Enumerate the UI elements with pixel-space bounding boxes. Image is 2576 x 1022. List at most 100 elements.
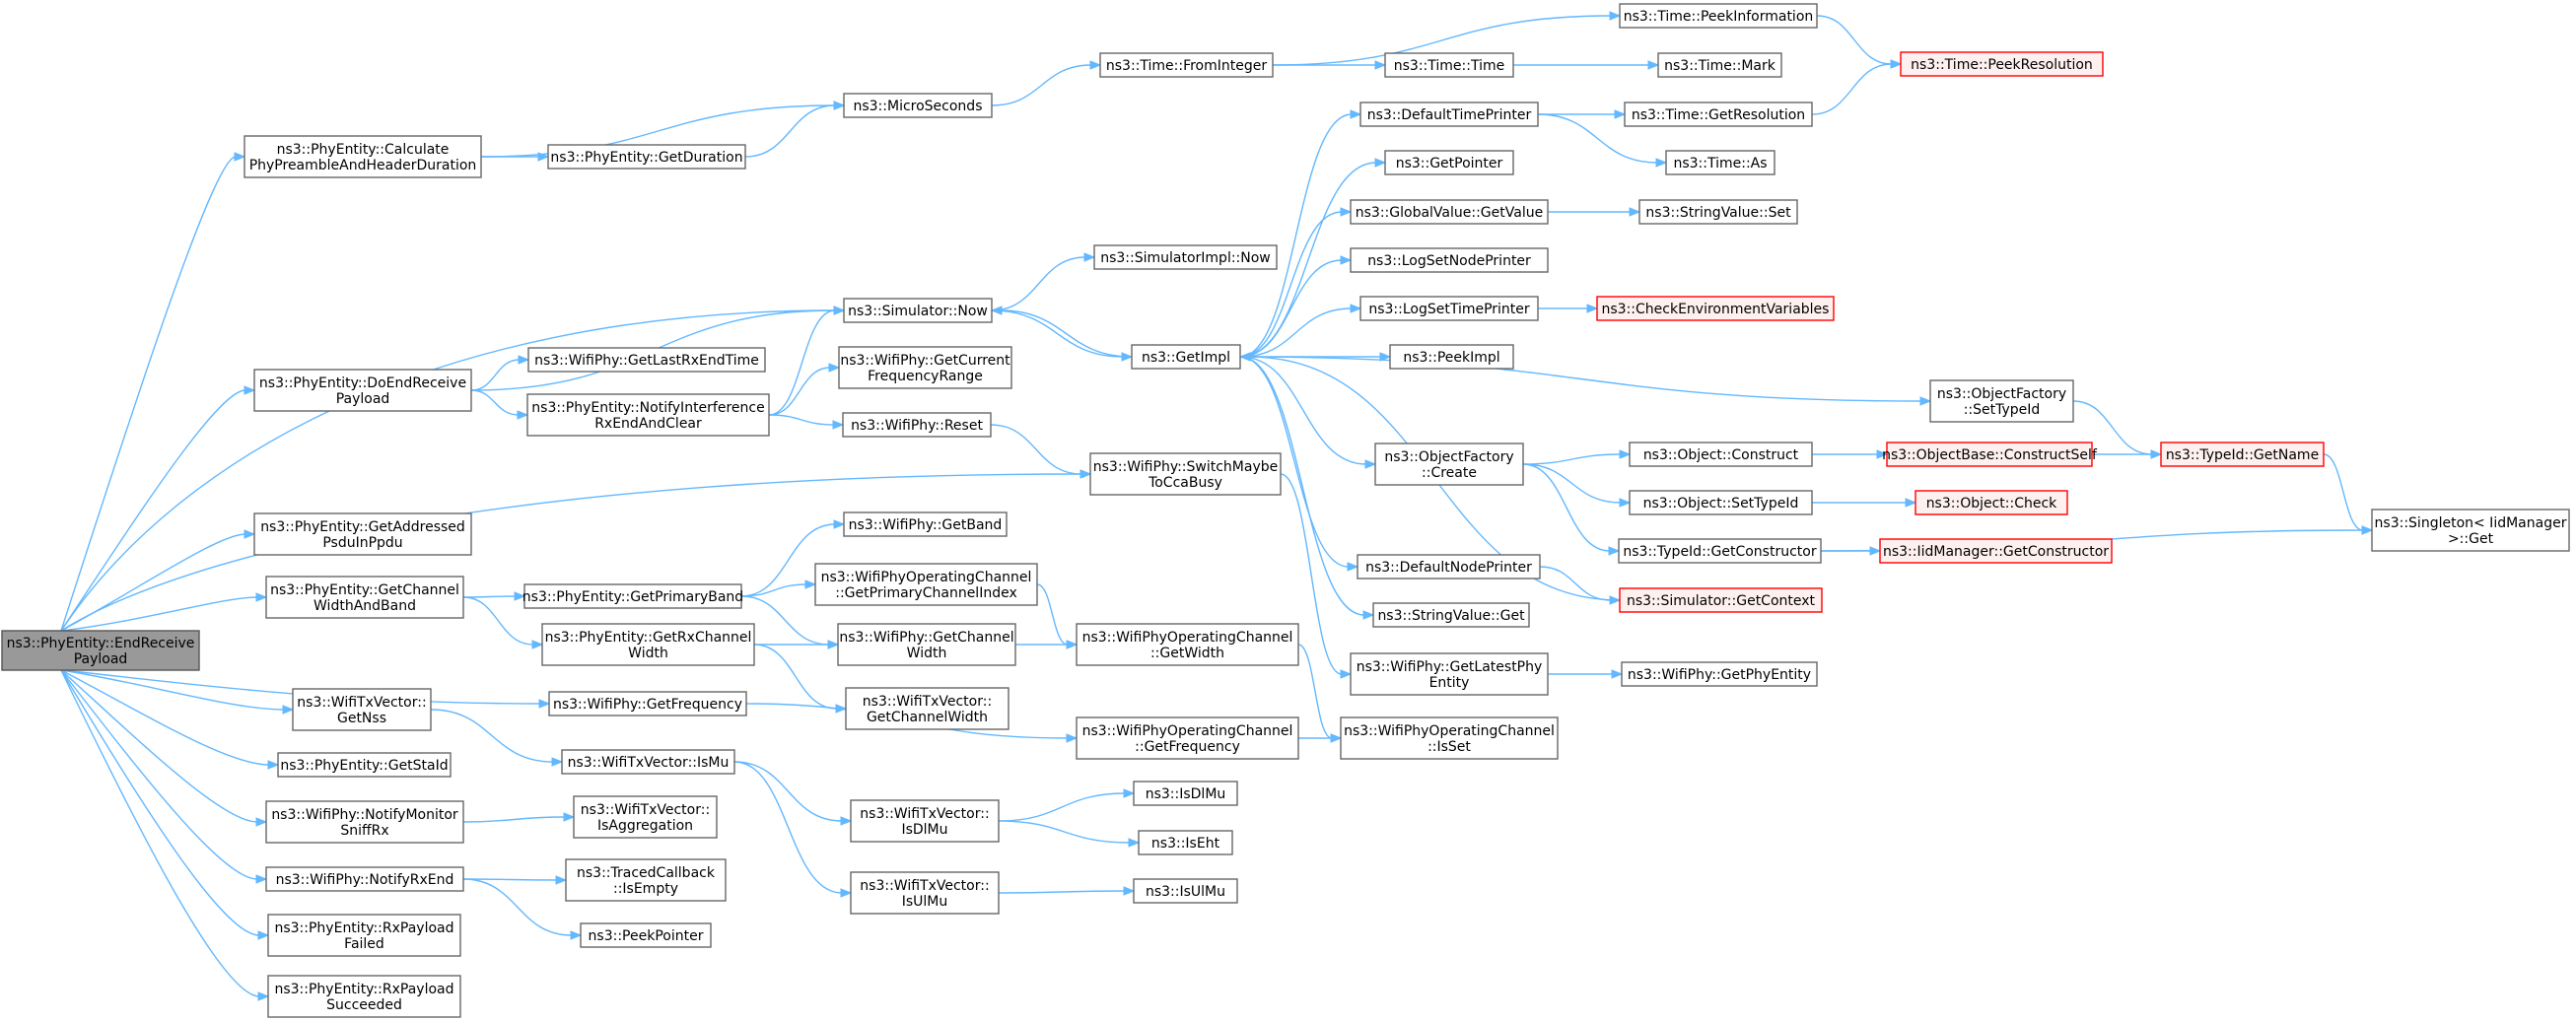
node-isUlMu[interactable]: ns3::IsUlMu [1133, 878, 1238, 904]
node-peekImpl[interactable]: ns3::PeekImpl [1389, 344, 1514, 370]
node-box [1900, 51, 2104, 77]
arrowhead [257, 930, 270, 940]
node-iidGetCtor[interactable]: ns3::IidManager::GetConstructor [1879, 538, 2113, 564]
node-ofCreate[interactable]: ns3::ObjectFactory::Create [1374, 443, 1524, 486]
node-box [1093, 244, 1278, 270]
arrowhead [555, 875, 568, 885]
node-label: ns3::ObjectFactory [1937, 386, 2066, 402]
node-objConstruct[interactable]: ns3::Object::Construct [1629, 442, 1813, 467]
node-tidGetCtor[interactable]: ns3::TypeId::GetConstructor [1618, 538, 1822, 564]
node-getNss[interactable]: ns3::WifiTxVector::GetNss [292, 688, 432, 731]
node-label: ns3::GlobalValue::GetValue [1356, 205, 1543, 221]
node-defTimePrinter[interactable]: ns3::DefaultTimePrinter [1359, 102, 1539, 127]
node-label: ns3::Simulator::Now [848, 304, 988, 319]
arrowhead [1905, 498, 1917, 508]
node-svSet[interactable]: ns3::StringValue::Set [1638, 199, 1798, 225]
node-isMu[interactable]: ns3::WifiTxVector::IsMu [561, 749, 735, 775]
node-getPrimaryBand[interactable]: ns3::PhyEntity::GetPrimaryBand [522, 583, 743, 609]
node-isEht[interactable]: ns3::IsEht [1138, 830, 1233, 855]
node-wpGetChWidth[interactable]: ns3::WifiPhy::GetChannelWidth [837, 623, 1016, 666]
node-peekRes[interactable]: ns3::Time::PeekResolution [1900, 51, 2104, 77]
node-isDlMu[interactable]: ns3::IsDlMu [1133, 781, 1238, 806]
node-getPointer[interactable]: ns3::GetPointer [1384, 150, 1514, 175]
arrowhead [1123, 788, 1136, 798]
node-getDuration[interactable]: ns3::PhyEntity::GetDuration [547, 144, 746, 170]
node-peekInfo[interactable]: ns3::Time::PeekInformation [1619, 3, 1818, 29]
node-defNodePrinter[interactable]: ns3::DefaultNodePrinter [1357, 554, 1541, 579]
node-wifiReset[interactable]: ns3::WifiPhy::Reset [842, 412, 992, 438]
node-box [547, 144, 746, 170]
node-timeTime[interactable]: ns3::Time::Time [1384, 52, 1514, 78]
node-getPhyEntity[interactable]: ns3::WifiPhy::GetPhyEntity [1621, 661, 1818, 687]
call-edge [1239, 307, 1353, 358]
arrowhead [517, 410, 529, 420]
node-simNow[interactable]: ns3::Simulator::Now [843, 298, 993, 323]
node-label: ns3::WifiPhy::GetFrequency [553, 697, 742, 713]
node-label: FrequencyRange [868, 369, 983, 384]
node-svGet[interactable]: ns3::StringValue::Get [1372, 602, 1530, 628]
node-objCheck[interactable]: ns3::Object::Check [1915, 490, 2068, 515]
node-label: ns3::Object::Check [1926, 496, 2057, 511]
node-box [2160, 442, 2325, 467]
node-simGetContext[interactable]: ns3::Simulator::GetContext [1619, 587, 1823, 613]
node-label: ns3::PeekImpl [1403, 350, 1499, 366]
node-tcIsEmpty[interactable]: ns3::TracedCallback::IsEmpty [565, 858, 727, 902]
call-edge [60, 669, 260, 936]
arrowhead [1350, 109, 1362, 119]
call-edge [60, 389, 246, 632]
node-getLastRx[interactable]: ns3::WifiPhy::GetLastRxEndTime [527, 347, 766, 373]
node-txvIsUlMu[interactable]: ns3::WifiTxVector::IsUlMu [850, 871, 1000, 915]
node-label: ns3::PhyEntity::GetChannel [270, 582, 459, 598]
node-singletonGet[interactable]: ns3::Singleton< IidManager>::Get [2371, 509, 2570, 552]
arrowhead [1238, 352, 1251, 362]
node-peekPointer[interactable]: ns3::PeekPointer [580, 922, 712, 948]
node-timeAs[interactable]: ns3::Time::As [1665, 150, 1775, 175]
node-opGetWidth[interactable]: ns3::WifiPhyOperatingChannel::GetWidth [1076, 623, 1299, 666]
node-getImpl[interactable]: ns3::GetImpl [1131, 344, 1241, 370]
node-checkEnv[interactable]: ns3::CheckEnvironmentVariables [1596, 296, 1835, 321]
node-getPrimaryChIdx[interactable]: ns3::WifiPhyOperatingChannel::GetPrimary… [814, 563, 1038, 606]
node-box [267, 914, 461, 957]
node-ofSetTypeId[interactable]: ns3::ObjectFactory::SetTypeId [1929, 379, 2074, 423]
node-objSetTypeId[interactable]: ns3::Object::SetTypeId [1629, 490, 1813, 515]
node-simImplNow[interactable]: ns3::SimulatorImpl::Now [1093, 244, 1278, 270]
node-isAggregation[interactable]: ns3::WifiTxVector::IsAggregation [573, 795, 718, 839]
node-box [1665, 150, 1775, 175]
node-label: ns3::PhyEntity::GetStaId [280, 758, 448, 774]
node-opIsSet[interactable]: ns3::WifiPhyOperatingChannel::IsSet [1340, 716, 1559, 760]
node-label: ns3::WifiPhyOperatingChannel [1082, 630, 1293, 646]
node-getFrequency[interactable]: ns3::WifiPhy::GetFrequency [548, 691, 747, 716]
node-calcPre[interactable]: ns3::PhyEntity::CalculatePhyPreambleAndH… [244, 135, 482, 178]
node-getBand[interactable]: ns3::WifiPhy::GetBand [843, 511, 1008, 537]
node-constructSelf[interactable]: ns3::ObjectBase::ConstructSelf [1882, 442, 2098, 467]
node-label: ns3::GetImpl [1142, 350, 1230, 366]
node-box [1133, 878, 1238, 904]
node-timeMark[interactable]: ns3::Time::Mark [1657, 52, 1782, 78]
node-getStaId[interactable]: ns3::PhyEntity::GetStaId [277, 752, 452, 778]
node-notifyRxEnd[interactable]: ns3::WifiPhy::NotifyRxEnd [265, 866, 464, 892]
node-txvIsDlMu[interactable]: ns3::WifiTxVector::IsDlMu [850, 799, 1000, 843]
node-txvGetChWidth[interactable]: ns3::WifiTxVector::GetChannelWidth [845, 687, 1010, 730]
node-notifyInterf[interactable]: ns3::PhyEntity::NotifyInterferenceRxEndA… [526, 393, 770, 437]
node-typeIdGetName[interactable]: ns3::TypeId::GetName [2160, 442, 2325, 467]
node-gvGetValue[interactable]: ns3::GlobalValue::GetValue [1350, 199, 1549, 225]
node-getResolution[interactable]: ns3::Time::GetResolution [1624, 102, 1813, 127]
node-microSeconds[interactable]: ns3::MicroSeconds [843, 93, 993, 118]
node-logNode[interactable]: ns3::LogSetNodePrinter [1350, 247, 1549, 273]
node-opGetFreq[interactable]: ns3::WifiPhyOperatingChannel::GetFrequen… [1076, 716, 1299, 760]
arrowhead [1619, 498, 1632, 508]
node-logTime[interactable]: ns3::LogSetTimePrinter [1359, 296, 1539, 321]
arrowhead [833, 306, 846, 315]
node-fromInteger[interactable]: ns3::Time::FromInteger [1099, 52, 1274, 78]
